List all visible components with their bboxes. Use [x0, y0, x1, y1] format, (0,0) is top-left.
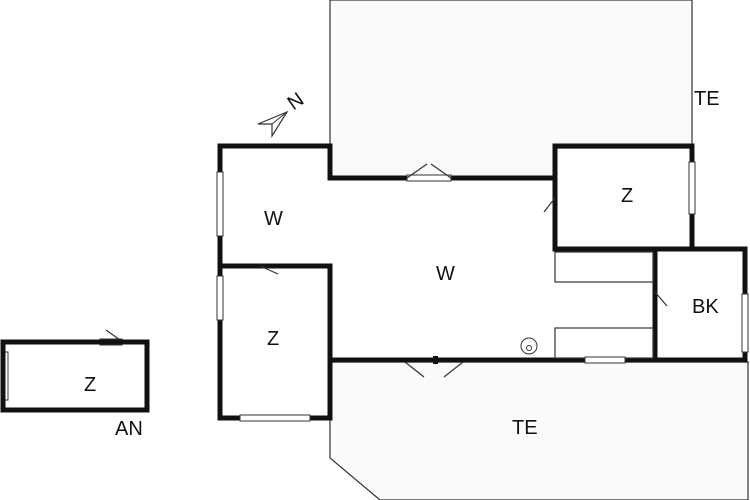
north-arrow-icon [257, 110, 289, 139]
terrace-label-bottom: TE [512, 417, 538, 439]
sink-icon [520, 337, 538, 355]
terrace-label-top: TE [694, 88, 720, 110]
terrace-top-outline [329, 0, 693, 179]
windows [1, 161, 749, 422]
compass-label: N [284, 89, 308, 115]
annex-walls [0, 339, 150, 413]
terrace-bottom-outline [329, 361, 749, 500]
room-label-bathroom: BK [692, 296, 719, 318]
room-label-annex: Z [84, 374, 96, 396]
annex-label: AN [115, 418, 143, 440]
room-label-bedroom-top-right: Z [621, 185, 633, 207]
room-label-living-left: W [264, 208, 283, 230]
room-label-bedroom-lower-left: Z [267, 328, 279, 350]
kitchen-counters [520, 251, 654, 359]
doors [105, 163, 668, 378]
room-label-living-main: W [436, 263, 455, 285]
